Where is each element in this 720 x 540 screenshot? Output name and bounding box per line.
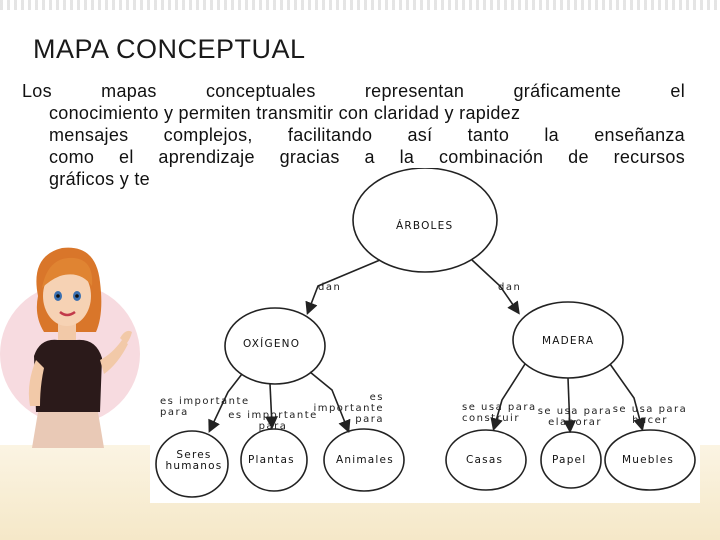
concept-map: ÁRBOLES OXÍGENO MADERA dan dan es import… <box>150 168 700 503</box>
leaf-seres-humanos-shape <box>155 430 229 498</box>
leaf-animales-shape <box>323 428 405 492</box>
body-line-3: mensajes complejos, facilitando así tant… <box>49 125 685 145</box>
node-arboles: ÁRBOLES <box>396 220 454 232</box>
body-line-4: como el aprendizaje gracias a la combina… <box>49 147 685 167</box>
node-arboles-shape <box>352 168 498 273</box>
slide-title: MAPA CONCEPTUAL <box>33 34 306 64</box>
leaf-papel: Papel <box>552 454 587 466</box>
leaf-plantas: Plantas <box>248 454 295 466</box>
leaf-casas: Casas <box>466 454 504 466</box>
node-oxigeno-shape <box>224 307 326 385</box>
leaf-animales: Animales <box>336 454 394 466</box>
body-line-2: conocimiento y permiten transmitir con c… <box>49 103 521 123</box>
link-label-importante-2: es importante para <box>228 410 318 432</box>
link-label-construir: se usa para construir <box>462 402 537 424</box>
leaf-seres-humanos: Seres humanos <box>165 449 223 472</box>
node-oxigeno: OXÍGENO <box>243 338 301 350</box>
top-decorative-strip <box>0 0 720 10</box>
leaf-casas-shape <box>445 429 527 491</box>
link-label-importante-3: es importante para <box>313 392 384 425</box>
link-label-elaborar: se usa para elaborar <box>537 406 613 428</box>
body-line-1: Los mapas conceptuales representan gráfi… <box>22 81 685 101</box>
link-label-dan-right: dan <box>498 282 522 293</box>
leaf-muebles-shape <box>604 429 696 491</box>
link-label-dan-left: dan <box>318 282 342 293</box>
face <box>43 266 91 326</box>
woman-illustration <box>0 236 150 448</box>
concept-map-lines <box>155 168 696 498</box>
shirt <box>34 339 102 412</box>
link-label-importante-1: es importante para <box>160 396 250 418</box>
node-madera: MADERA <box>542 335 595 347</box>
link-label-hacer: se usa para hacer <box>612 404 688 426</box>
leaf-muebles: Muebles <box>622 454 675 466</box>
